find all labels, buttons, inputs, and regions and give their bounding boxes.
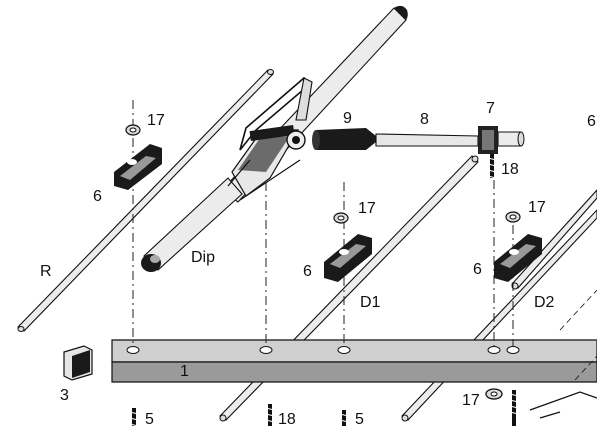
label-boom-arm: 8 — [420, 111, 429, 128]
label-main-bar: 1 — [180, 363, 189, 380]
reflector-rod — [17, 69, 274, 332]
label-bolt-mid: 5 — [355, 411, 364, 426]
label-screw-top: 18 — [501, 161, 519, 178]
label-clamp-far-right: 6 — [587, 113, 596, 130]
clamp-right — [494, 234, 542, 282]
end-cap — [63, 345, 93, 381]
label-clamp-mid: 6 — [303, 263, 312, 280]
partial-detail-bottom-right — [529, 289, 597, 419]
label-nut-left: 17 — [147, 112, 165, 129]
label-nut-right: 17 — [528, 199, 546, 216]
bolt-right — [509, 390, 519, 426]
label-clamp-right: 6 — [473, 261, 482, 278]
label-nut-mid: 17 — [358, 200, 376, 217]
nut-right — [505, 211, 521, 223]
label-handle: 9 — [343, 110, 352, 127]
nut-bottom — [485, 388, 503, 400]
clamp-mid — [324, 234, 372, 282]
label-nut-bottom: 17 — [462, 392, 480, 409]
screw-bottom — [265, 404, 275, 426]
nut-mid — [333, 212, 349, 224]
label-element-dipole: Dip — [191, 249, 215, 266]
nut-left — [125, 124, 141, 136]
dipole-lower-rod — [141, 177, 243, 272]
dipole-center-block — [227, 76, 313, 201]
label-clamp-left: 6 — [93, 188, 102, 205]
label-sleeve: 7 — [486, 100, 495, 117]
director2-rod — [401, 189, 597, 422]
sleeve-assembly — [478, 126, 525, 179]
label-element-director2: D2 — [534, 294, 555, 311]
bolt-left — [129, 408, 139, 426]
label-end-cap: 3 — [60, 387, 69, 404]
label-element-director1: D1 — [360, 294, 381, 311]
handle-and-arm — [312, 128, 479, 150]
bolt-mid — [339, 410, 349, 426]
label-screw-bottom: 18 — [278, 411, 296, 426]
label-element-reflector: R — [40, 263, 52, 280]
main-bar — [111, 339, 597, 383]
clamp-left — [114, 144, 162, 190]
label-bolt-left: 5 — [145, 411, 154, 426]
